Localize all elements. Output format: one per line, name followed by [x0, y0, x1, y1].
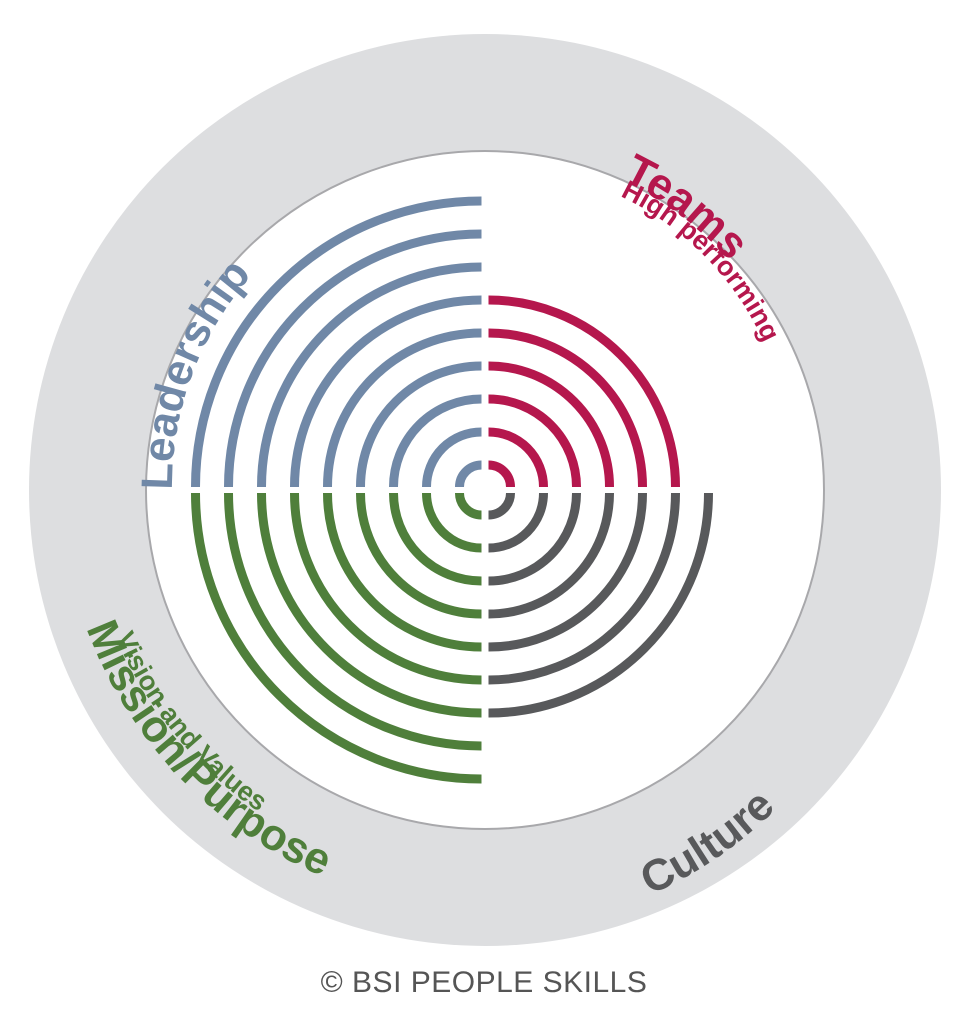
- leadership-arc: [356, 361, 482, 488]
- leadership-arc: [257, 262, 482, 488]
- teams-arc: [488, 427, 548, 488]
- copyright-footer: © BSI PEOPLE SKILLS: [320, 966, 648, 999]
- leadership-arc: [422, 427, 482, 488]
- culture-arcs: [488, 492, 713, 718]
- teams-arc: [488, 328, 647, 488]
- mission-arcs: [191, 492, 482, 784]
- mission-arc: [356, 492, 482, 619]
- mission-arc: [323, 492, 482, 652]
- leadership-arc: [455, 460, 482, 488]
- teams-arc: [488, 295, 680, 488]
- teams-arcs: [488, 295, 680, 488]
- leadership-arc: [290, 295, 482, 488]
- mission-arc: [455, 492, 482, 520]
- mission-arc: [224, 492, 482, 751]
- culture-arc: [488, 492, 548, 553]
- culture-arc: [488, 492, 515, 520]
- mission-arc: [422, 492, 482, 553]
- teams-arc: [488, 460, 515, 488]
- culture-arc: [488, 492, 713, 718]
- culture-arc: [488, 492, 680, 685]
- leadership-arc: [191, 196, 482, 488]
- leadership-arc: [224, 229, 482, 488]
- inner-disc: [145, 150, 825, 830]
- leadership-arc: [389, 394, 482, 488]
- teams-arc: [488, 394, 581, 488]
- mission-arc: [290, 492, 482, 685]
- leadership-arcs: [191, 196, 482, 488]
- leadership-arc: [323, 328, 482, 488]
- mission-arc: [389, 492, 482, 586]
- culture-arc: [488, 492, 647, 652]
- teams-arc: [488, 361, 614, 488]
- mission-arc: [257, 492, 482, 718]
- mission-arc: [191, 492, 482, 784]
- culture-arc: [488, 492, 581, 586]
- culture-arc: [488, 492, 614, 619]
